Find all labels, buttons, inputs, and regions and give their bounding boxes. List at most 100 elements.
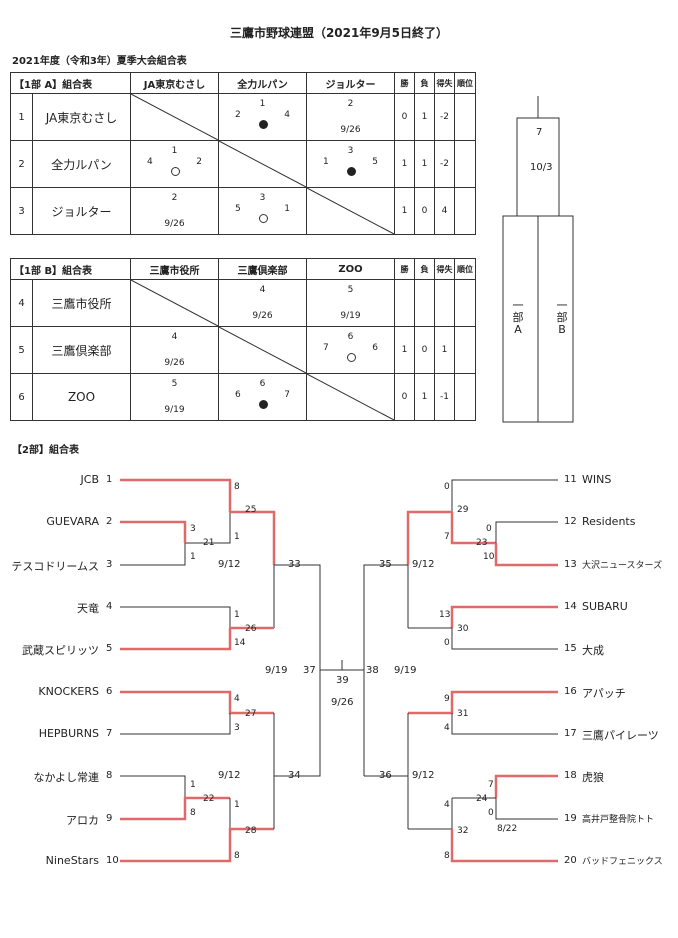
row-number: 3 <box>10 187 33 235</box>
game-36-date: 9/12 <box>412 770 435 781</box>
loss-mark-icon <box>258 400 268 409</box>
bracket-team-name: 大沢ニュースターズ <box>582 561 663 571</box>
bracket-line <box>120 543 186 566</box>
score-wins: 0 <box>444 482 450 492</box>
game-number: 3 <box>347 146 354 156</box>
score-hepburns: 3 <box>234 723 240 733</box>
score-musashi: 14 <box>234 638 246 648</box>
game-36-label: 36 <box>379 770 392 781</box>
bracket-line <box>274 670 321 777</box>
bracket-line <box>230 510 276 565</box>
bracket-line <box>185 512 231 544</box>
score-takaido: 0 <box>488 808 494 818</box>
game-32-label: 32 <box>457 826 469 836</box>
score-tesco: 1 <box>190 552 196 562</box>
bracket-team-number: 12 <box>564 516 577 527</box>
page-subtitle: 2021年度（令和3年）夏季大会組合表 <box>12 56 187 67</box>
bracket-line <box>450 829 558 863</box>
score-left: 6 <box>235 390 241 400</box>
score-right: 7 <box>284 390 290 400</box>
bracket-line <box>120 713 231 735</box>
score-jcb: 8 <box>234 482 240 492</box>
bracket-team-name: バッドフェニックス <box>582 857 663 867</box>
team-name: ジョルター <box>32 187 131 235</box>
score-badphoenix: 8 <box>444 851 450 861</box>
score-pirates: 4 <box>444 723 450 733</box>
bracket-team-name: アロカ <box>66 814 99 827</box>
game-24-label: 24 <box>476 794 488 804</box>
diagonal-line <box>219 141 306 187</box>
bracket-line <box>494 543 558 567</box>
bracket-team-number: 17 <box>564 728 577 739</box>
bracket-team-number: 10 <box>106 855 119 866</box>
game-date: 9/19 <box>340 311 361 321</box>
game-39-date: 9/26 <box>331 697 354 708</box>
bracket-team-number: 19 <box>564 813 577 824</box>
score-left: 7 <box>323 343 329 353</box>
final-slot-division1-b: 一部B <box>556 299 568 336</box>
bracket-team-name: WINS <box>582 473 612 486</box>
bracket-team-number: 16 <box>564 686 577 697</box>
bracket-team-name: なかよし常連 <box>33 771 99 784</box>
game-34-label: 34 <box>288 770 301 781</box>
bracket-line <box>120 478 232 512</box>
bracket-line <box>450 605 558 628</box>
score-right: 2 <box>196 157 202 167</box>
game-25-label: 25 <box>245 505 257 515</box>
score-24-winner: 4 <box>444 800 450 810</box>
bracket-line <box>494 774 558 798</box>
bracket-team-name: GUEVARA <box>46 515 99 528</box>
score-left: 5 <box>235 204 241 214</box>
bracket-team-name: 高井戸整骨院トト <box>582 815 655 825</box>
division2-label: 【2部】組合表 <box>12 445 79 456</box>
score-right: 1 <box>284 204 290 214</box>
score-guevara: 3 <box>190 524 196 534</box>
score-21-winner: 1 <box>234 532 240 542</box>
bracket-line <box>120 775 186 798</box>
score-korou: 7 <box>488 780 494 790</box>
bracket-team-name: 虎狼 <box>582 771 604 784</box>
diagonal-line <box>307 374 394 420</box>
bracket-team-number: 8 <box>106 770 113 781</box>
bracket-team-number: 2 <box>106 516 113 527</box>
bracket-line <box>120 690 274 715</box>
division1-final-bracket <box>502 96 574 423</box>
bracket-team-name: NineStars <box>45 854 99 867</box>
bracket-line <box>451 713 558 735</box>
score-apache: 9 <box>444 694 450 704</box>
score-left: 4 <box>147 157 153 167</box>
game-date: 9/26 <box>252 311 273 321</box>
bracket-team-number: 14 <box>564 601 577 612</box>
game-38-date: 9/19 <box>394 665 417 676</box>
game-22-label: 22 <box>203 794 215 804</box>
team-name: 三鷹倶楽部 <box>32 326 131 374</box>
bracket-team-number: 9 <box>106 813 113 824</box>
game-number: 5 <box>171 379 178 389</box>
final-slot-division1-a: 一部A <box>512 299 524 336</box>
score-subaru: 13 <box>439 610 451 620</box>
loss-mark-icon <box>346 167 356 176</box>
game-number: 2 <box>171 193 178 203</box>
bracket-line <box>495 798 558 820</box>
bracket-team-name: 武蔵スピリッツ <box>22 644 99 657</box>
bracket-line <box>120 628 232 651</box>
score-knockers: 4 <box>234 694 240 704</box>
self-match-cell <box>218 326 307 374</box>
diagonal-line <box>131 280 218 326</box>
score-ninestars: 8 <box>234 851 240 861</box>
game-31-label: 31 <box>457 709 469 719</box>
bracket-team-name: 大成 <box>582 644 604 657</box>
game-number: 2 <box>347 99 354 109</box>
bracket-line <box>274 564 340 671</box>
game-33-date: 9/12 <box>218 559 241 570</box>
bracket-team-name: HEPBURNS <box>38 727 99 740</box>
self-match-cell <box>130 279 219 327</box>
